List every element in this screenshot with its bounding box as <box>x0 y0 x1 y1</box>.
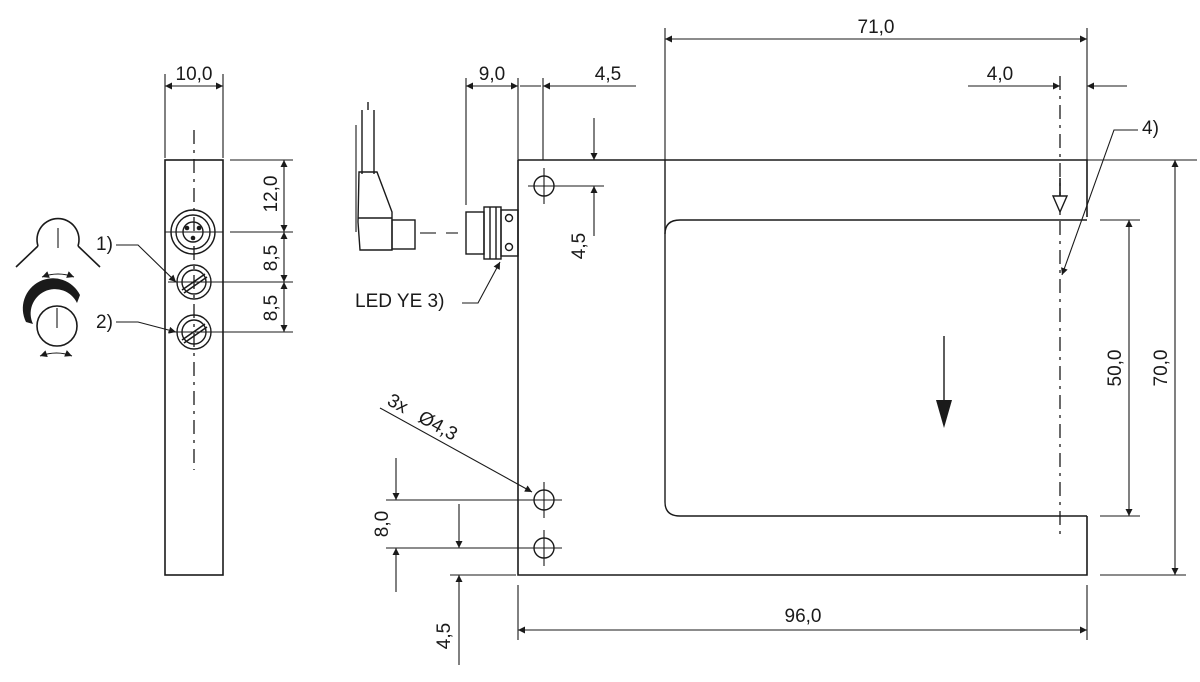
mounting-hole-top-icon <box>528 168 560 204</box>
hole-pitch-label: 8,0 <box>372 511 393 537</box>
side-top-label: 12,0 <box>261 176 282 213</box>
holes-count-label: 3x <box>384 390 412 418</box>
axis-callout: 4) <box>1142 118 1159 139</box>
sensor-connector-icon <box>446 206 519 260</box>
cable-plug-icon <box>355 102 436 251</box>
mounting-hole-mid-icon <box>528 482 562 518</box>
connector-icon <box>165 209 223 255</box>
hole-bottom-label: 4,5 <box>434 623 455 649</box>
cable-offset-label: 9,0 <box>479 64 505 85</box>
hole-callout-leader <box>379 407 533 493</box>
pot-2-callout: 2) <box>96 312 113 333</box>
hole-offset-y-label: 4,5 <box>569 233 590 259</box>
time-adjust-icon <box>22 278 81 357</box>
side-width-label: 10,0 <box>176 64 213 85</box>
side-pitch-2-label: 8,5 <box>261 295 282 321</box>
potentiometer-1-icon <box>168 264 230 300</box>
window-height-label: 50,0 <box>1105 350 1126 387</box>
potentiometer-2-icon <box>168 314 230 350</box>
top-right-label: 4,0 <box>987 64 1013 85</box>
top-width-label: 71,0 <box>858 17 895 38</box>
mounting-hole-bottom-icon <box>528 530 562 566</box>
side-view: 10,0 12,0 8,5 8,5 1) 2) <box>96 64 293 576</box>
total-width-label: 96,0 <box>785 606 822 627</box>
total-height-label: 70,0 <box>1151 350 1172 387</box>
front-view: 71,0 4,0 4) 4,5 50,0 70,0 96,0 8,0 <box>372 17 1197 665</box>
hole-offset-x-label: 4,5 <box>595 64 621 85</box>
side-pitch-1-label: 8,5 <box>261 245 282 271</box>
sensitivity-adjust-icon <box>15 217 101 278</box>
led-leader <box>462 261 501 304</box>
pot-1-callout: 1) <box>96 234 113 255</box>
led-callout: LED YE 3) <box>355 291 444 312</box>
